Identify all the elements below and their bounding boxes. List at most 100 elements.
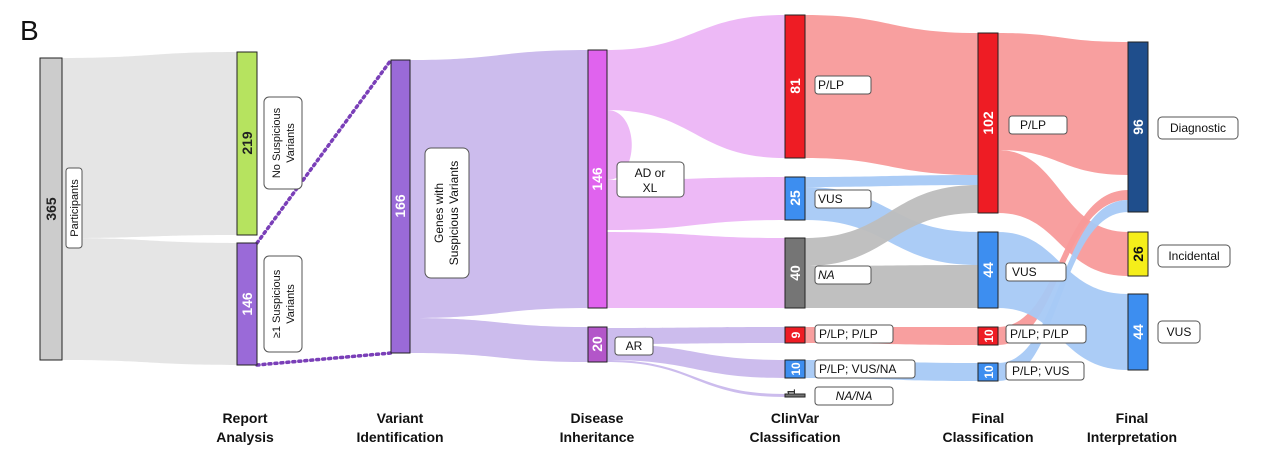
flow-participants-to-suspicious [62,238,237,365]
label-cv-vus: VUS [818,192,843,206]
stage-final-interp-1: Final [1116,410,1149,426]
label-box-fc-plp-vus [1005,361,1085,381]
label-box-genes [424,147,470,279]
label-box-incidental [1157,244,1231,268]
dotted-connectors [255,58,393,367]
flow-genes-to-ar [410,318,588,362]
stage-clinvar-1: ClinVar [771,410,820,426]
value-cv-vus: 25 [787,190,803,206]
stage-final-interp-2: Interpretation [1087,429,1177,445]
node-ad-xl [587,49,608,309]
label-cv-na: NA [818,268,835,282]
flow-ad-xl-to-cv-plp [607,15,785,158]
value-participants: 365 [43,197,59,221]
value-ar: 20 [589,336,605,352]
flow-fc-plp-to-incidental [998,150,1128,276]
node-values: 365 219 146 166 146 20 81 25 40 9 10 1 1… [43,78,1146,395]
label-ar: AR [626,339,643,353]
label-box-fc-vus [1005,262,1067,282]
value-cv-plp: 81 [787,78,803,94]
value-suspicious: 146 [239,292,255,316]
dotted-connector-bottom [255,351,393,367]
value-genes: 166 [392,194,408,218]
value-incidental: 26 [1130,246,1146,262]
stage-labels: Report Analysis Variant Identification D… [216,410,1177,445]
label-genes-2: Suspicious Variants [447,161,461,266]
stage-final-class-1: Final [972,410,1005,426]
stage-clinvar-2: Classification [749,429,840,445]
label-fc-vus: VUS [1012,265,1037,279]
stage-variant-1: Variant [377,410,424,426]
node-suspicious [236,242,258,366]
stage-disease-1: Disease [571,410,624,426]
panel-label: B [20,15,39,46]
value-cv-plp-vusna: 10 [789,362,803,376]
node-cv-nana [784,393,806,398]
label-fc-plp: P/LP [1020,118,1046,132]
label-cv-nana: NA/NA [836,389,873,403]
label-cv-plp-plp: P/LP; P/LP [819,327,878,341]
value-fc-plp: 102 [980,111,996,135]
node-fc-plp-plp [977,326,999,346]
value-cv-nana: 1 [786,389,798,395]
node-cv-plp-plp [784,326,806,344]
value-no-suspicious: 219 [239,131,255,155]
label-box-participants [65,167,83,249]
value-ad-xl: 146 [589,167,605,191]
label-suspicious-1: ≥1 Suspicious [271,269,283,338]
label-no-suspicious-1: No Suspicious [271,107,283,178]
node-cv-vus [784,176,806,221]
label-box-cv-nana [814,386,894,406]
node-incidental [1127,231,1149,277]
node-cv-plp [784,14,806,159]
label-box-suspicious [263,255,303,353]
label-box-diagnostic [1157,116,1239,140]
label-box-cv-plp-vusna [814,359,916,379]
node-fc-plp-vus [977,362,999,382]
label-diagnostic: Diagnostic [1170,121,1226,135]
label-participants: Participants [69,179,81,237]
value-cv-plp-plp: 9 [789,331,803,338]
flow-fc-plp-to-diagnostic [998,33,1128,175]
node-cv-plp-vusna [784,359,806,379]
stage-variant-2: Identification [356,429,443,445]
label-ad-xl-1: AD or [635,166,666,180]
node-genes [390,59,411,354]
label-suspicious-2: Variants [285,284,297,324]
stage-report-1: Report [222,410,267,426]
node-fi-vus [1127,293,1149,371]
label-no-suspicious-2: Variants [285,123,297,163]
label-box-no-suspicious [263,96,303,190]
value-cv-na: 40 [787,265,803,281]
flow-cv-vus-to-fc-plp [805,175,978,187]
label-fc-plp-vus: P/LP; VUS [1012,364,1069,378]
node-diagnostic [1127,41,1149,213]
label-incidental: Incidental [1168,249,1219,263]
flow-ar-to-cv-nana [607,360,785,397]
dotted-connector-top [255,58,393,245]
flow-participants-to-no-suspicious [62,52,237,238]
stage-final-class-2: Classification [942,429,1033,445]
label-box-fi-vus [1157,320,1201,344]
node-no-suspicious [236,51,258,236]
node-participants [39,57,63,361]
value-fc-plp-plp: 10 [982,329,996,343]
node-fc-plp [977,32,999,214]
label-box-fc-plp [1008,115,1068,135]
stage-disease-2: Inheritance [560,429,635,445]
value-fc-vus: 44 [980,262,996,278]
label-box-cv-vus [814,189,872,209]
stage-report-2: Analysis [216,429,274,445]
label-cv-plp: P/LP [818,78,844,92]
node-ar [587,326,608,363]
label-ad-xl-2: XL [643,181,658,195]
label-box-cv-na [814,265,872,285]
flow-cv-plp-to-fc-plp [805,15,978,175]
label-box-cv-plp-plp [814,324,894,344]
node-cv-na [784,237,806,309]
node-fc-vus [977,231,999,309]
label-box-ar [614,336,654,356]
value-fc-plp-vus: 10 [982,365,996,379]
label-box-cv-plp [814,75,872,95]
